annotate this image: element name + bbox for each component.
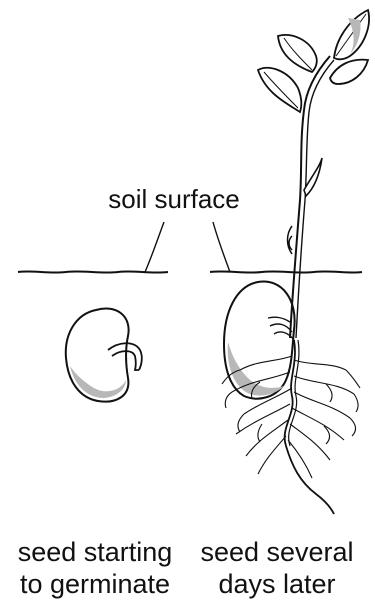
- caption-right-line1: seed several: [182, 536, 372, 568]
- soil-label-leader-right: [213, 222, 230, 272]
- caption-right-line2: days later: [182, 568, 372, 600]
- soil-line-right: [210, 271, 362, 272]
- right-leaf: [330, 60, 368, 84]
- soil-surface-label: soil surface: [108, 184, 240, 214]
- caption-left-line2: to germinate: [0, 568, 190, 600]
- germinating-seed: [66, 308, 142, 401]
- upper-left-leaf: [278, 35, 317, 72]
- caption-seed-later: seed several days later: [182, 536, 372, 600]
- lower-stem-bud: [288, 226, 293, 254]
- seedling: [222, 10, 369, 514]
- caption-seed-starting: seed starting to germinate: [0, 536, 190, 600]
- caption-left-line1: seed starting: [0, 536, 190, 568]
- soil-line-left: [18, 271, 168, 272]
- soil-label-leader-left: [145, 222, 164, 272]
